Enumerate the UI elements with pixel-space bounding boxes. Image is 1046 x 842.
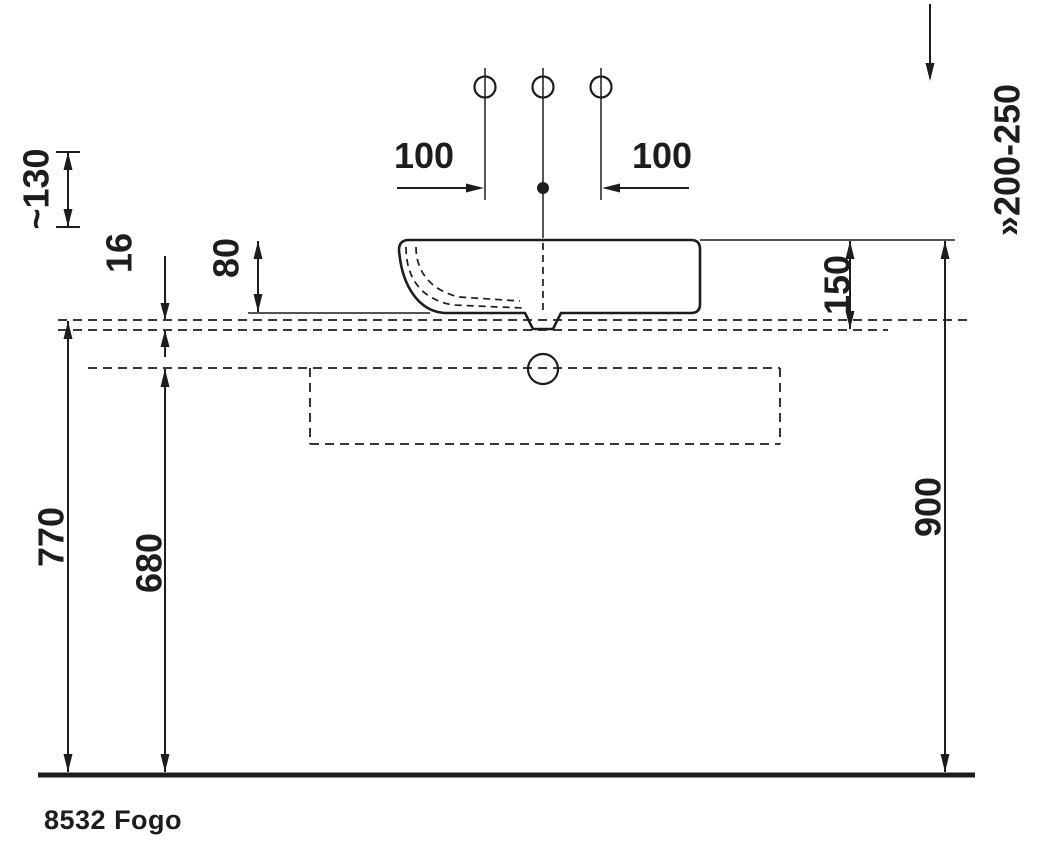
dimension-label-200-250: »200-250	[987, 84, 1028, 236]
dimension-100-left: 100	[394, 135, 484, 193]
arrowhead-up	[253, 241, 263, 259]
center-reference-dot	[537, 182, 549, 194]
tap-holes	[473, 68, 613, 238]
console-construction	[58, 319, 972, 445]
dimension-130: ~130	[16, 148, 80, 230]
arrowhead-up	[63, 321, 73, 339]
arrowhead-up	[845, 241, 855, 259]
dimension-label-770: 770	[31, 507, 72, 567]
arrowhead-up	[160, 330, 170, 347]
product-code-label: 8532 Fogo	[44, 805, 182, 835]
dimension-label-680: 680	[129, 533, 170, 593]
arrowhead-down	[160, 754, 170, 772]
dimension-label-100-right: 100	[632, 135, 692, 176]
dimension-16: 16	[99, 233, 170, 357]
dimension-680: 680	[129, 369, 170, 772]
arrowhead-down	[940, 754, 950, 772]
arrowhead-down	[63, 754, 73, 772]
washbasin-profile	[248, 238, 702, 386]
dimension-label-150: 150	[817, 255, 858, 315]
dimension-label-80: 80	[206, 238, 247, 278]
waste-outlet-circle	[526, 352, 560, 386]
arrowhead-left	[602, 183, 620, 193]
dimension-900: 900	[908, 241, 950, 772]
arrowhead-up	[160, 369, 170, 387]
dimension-150: 150	[700, 239, 955, 329]
arrowhead-down	[63, 209, 73, 227]
basin-outline	[397, 238, 702, 331]
arrowhead-down	[160, 303, 170, 320]
dimension-100-right: 100	[602, 135, 692, 193]
arrowhead-right	[466, 183, 484, 193]
arrowhead-up	[63, 152, 73, 170]
dimension-label-900: 900	[908, 477, 949, 537]
dimension-770: 770	[31, 321, 73, 772]
dimension-label-100-left: 100	[394, 135, 454, 176]
arrowhead-down	[925, 63, 935, 81]
arrowhead-down	[253, 294, 263, 312]
arrowhead-up	[940, 241, 950, 259]
dimension-label-130: ~130	[16, 148, 57, 229]
dimension-label-16: 16	[99, 233, 140, 273]
dimension-80: 80	[206, 238, 263, 312]
arrowhead-down	[845, 311, 855, 329]
dimension-200-250: »200-250	[925, 4, 1028, 236]
basin-bowl-hidden-line-inner	[415, 246, 521, 302]
